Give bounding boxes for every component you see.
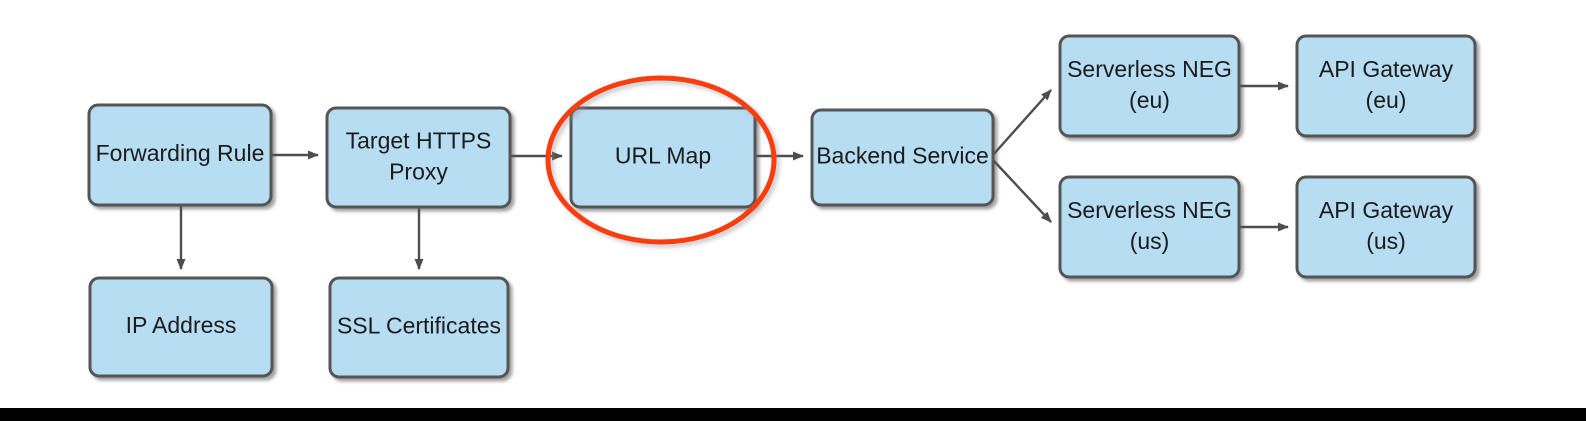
node-box-ssl-certificates[interactable]: [328, 276, 510, 379]
node-ssl-certificates[interactable]: SSL Certificates: [328, 276, 510, 379]
node-box-url-map[interactable]: [569, 106, 757, 209]
node-api-gateway-eu[interactable]: API Gateway(eu): [1295, 34, 1477, 138]
node-box-serverless-neg-eu[interactable]: [1058, 34, 1241, 138]
node-box-api-gateway-eu[interactable]: [1295, 34, 1477, 138]
edges-layer: [176, 81, 1289, 270]
node-forwarding-rule[interactable]: Forwarding Rule: [87, 103, 273, 207]
node-url-map[interactable]: URL Map: [569, 106, 757, 209]
node-backend-service[interactable]: Backend Service: [810, 108, 995, 207]
node-box-ip-address[interactable]: [88, 276, 274, 378]
node-api-gateway-us[interactable]: API Gateway(us): [1295, 175, 1477, 279]
node-box-forwarding-rule[interactable]: [87, 103, 273, 207]
edge-backend-to-neg-eu: [992, 89, 1052, 156]
node-box-backend-service[interactable]: [810, 108, 995, 207]
node-serverless-neg-eu[interactable]: Serverless NEG(eu): [1058, 34, 1241, 138]
node-ip-address[interactable]: IP Address: [88, 276, 274, 378]
node-serverless-neg-us[interactable]: Serverless NEG(us): [1058, 175, 1241, 279]
highlight-layer: [545, 75, 777, 245]
edge-backend-to-neg-us: [992, 159, 1052, 223]
node-box-api-gateway-us[interactable]: [1295, 175, 1477, 279]
bottom-letterbox-bar: [0, 408, 1586, 421]
node-box-serverless-neg-us[interactable]: [1058, 175, 1241, 279]
url-map-highlight: [545, 75, 777, 245]
node-box-target-https-proxy[interactable]: [325, 106, 512, 209]
